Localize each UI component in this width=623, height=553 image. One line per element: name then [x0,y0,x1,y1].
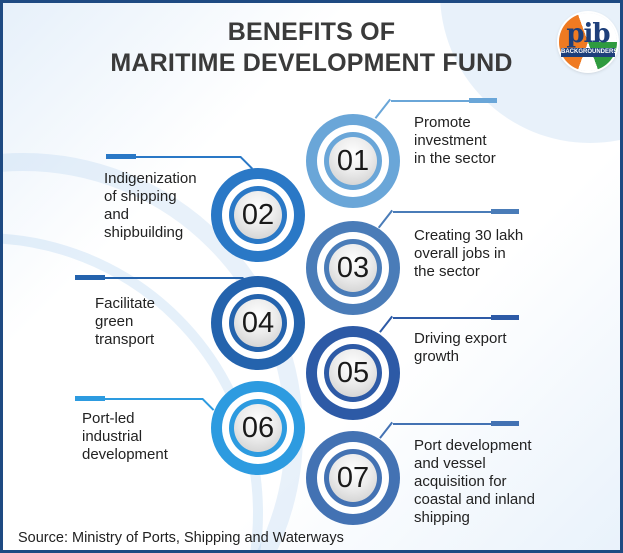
benefit-number-01: 01 [329,137,377,185]
benefit-circle-05: 05 [306,326,400,420]
connector-cap-01 [469,98,497,103]
page-title: BENEFITS OF MARITIME DEVELOPMENT FUND [3,17,620,79]
benefit-circle-07: 07 [306,431,400,525]
connector-cap-03 [491,209,519,214]
connector-line-05 [393,317,519,319]
benefit-number-02: 02 [234,191,282,239]
benefit-number-03: 03 [329,244,377,292]
logo-text: pib [566,19,610,49]
benefit-number-04: 04 [234,299,282,347]
connector-line-07 [393,423,519,425]
connector-line-02 [106,156,241,158]
connector-cap-06 [75,396,105,401]
connector-line-04 [75,277,243,279]
benefit-circle-03: 03 [306,221,400,315]
title-line-1: BENEFITS OF [227,18,396,46]
connector-cap-05 [491,315,519,320]
connector-line-01 [391,100,497,102]
connector-cap-02 [106,154,136,159]
connector-diag-07 [379,422,393,439]
benefit-circle-04: 04 [211,276,305,370]
benefit-circle-02: 02 [211,168,305,262]
connector-diag-05 [379,316,393,333]
connector-cap-07 [491,421,519,426]
connector-diag-03 [378,210,393,229]
title-line-2: MARITIME DEVELOPMENT FUND [110,49,513,77]
connector-line-06 [75,398,203,400]
logo-band: BACKGROUNDERS [561,48,618,57]
benefit-number-07: 07 [329,454,377,502]
source-caption: Source: Ministry of Ports, Shipping and … [18,530,344,546]
connector-cap-04 [75,275,105,280]
benefit-number-05: 05 [329,349,377,397]
connector-diag-02 [239,156,254,170]
benefit-circle-06: 06 [211,381,305,475]
connector-diag-01 [375,99,391,119]
pib-logo: pib BACKGROUNDERS [559,13,617,71]
benefit-circle-01: 01 [306,114,400,208]
connector-line-03 [393,211,519,213]
benefit-number-06: 06 [234,404,282,452]
